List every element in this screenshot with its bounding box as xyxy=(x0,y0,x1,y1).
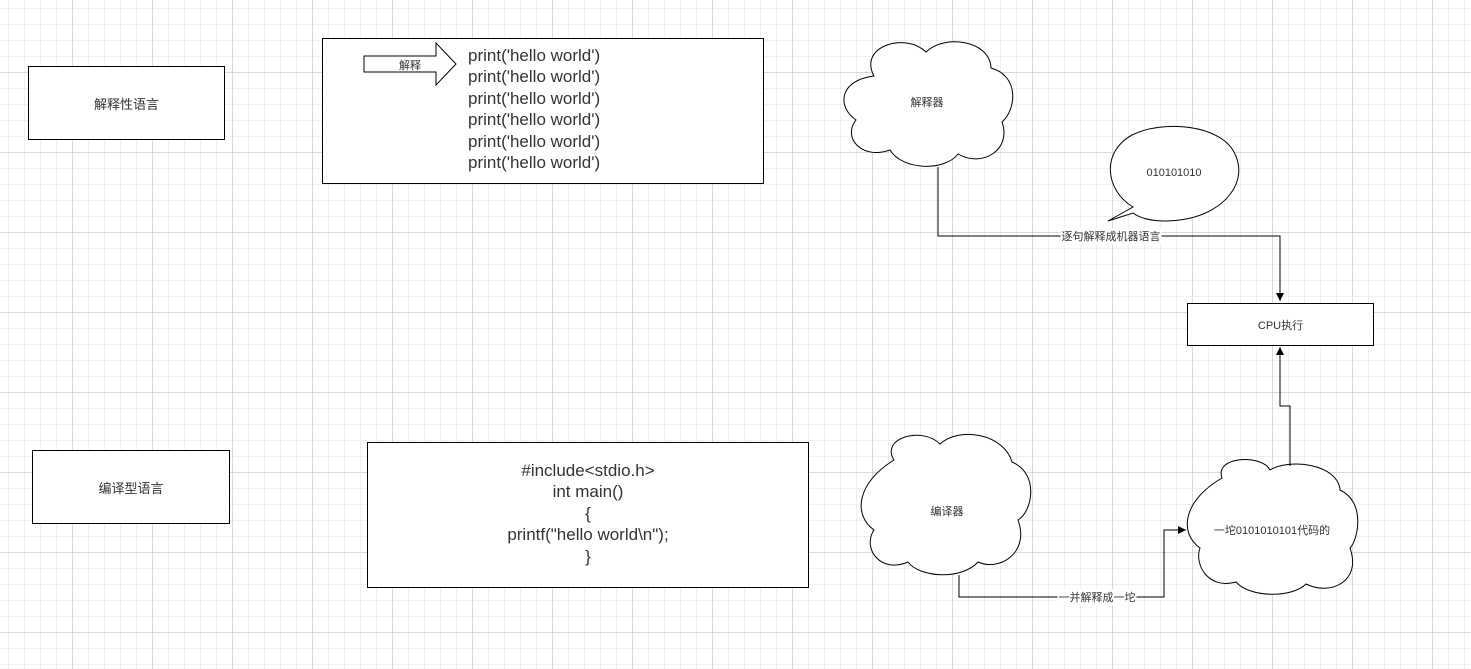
interpreted-code-lines: print('hello world') print('hello world'… xyxy=(468,45,600,173)
code-line: #include<stdio.h> xyxy=(521,461,655,480)
compiler-to-output-connector[interactable] xyxy=(958,526,1186,598)
cpu-box[interactable]: CPU执行 xyxy=(1187,303,1374,346)
interpreted-language-label: 解释性语言 xyxy=(93,96,159,112)
interpreted-code-box[interactable]: print('hello world') print('hello world'… xyxy=(322,38,764,184)
output-to-cpu-connector[interactable] xyxy=(1276,347,1291,466)
interpreter-edge-label: 逐句解释成机器语言 xyxy=(1060,228,1162,244)
code-line: printf("hello world\n"); xyxy=(507,525,669,545)
code-line: print('hello world') xyxy=(468,110,601,130)
code-line: int main() xyxy=(552,482,624,502)
compiler-edge-label: 一并解释成一坨 xyxy=(1057,589,1137,605)
code-line: print('hello world') xyxy=(468,153,601,173)
code-line: } xyxy=(585,546,591,566)
compiler-label: 编译器 xyxy=(930,506,964,518)
output-label: 一坨0101010101代码的 xyxy=(1213,525,1331,537)
code-line: { xyxy=(585,503,591,523)
cpu-label: CPU执行 xyxy=(1257,319,1304,332)
bubble-label: 010101010 xyxy=(1146,167,1202,179)
code-line: print('hello world') xyxy=(468,88,601,108)
code-line: print('hello world') xyxy=(468,67,601,87)
compiled-language-label: 编译型语言 xyxy=(98,480,164,496)
interpreted-language-box[interactable]: 解释性语言 xyxy=(28,66,225,140)
code-line: print('hello world') xyxy=(468,131,601,151)
interpreter-label: 解释器 xyxy=(910,97,944,109)
compiler-cloud[interactable] xyxy=(860,433,1032,576)
output-cloud[interactable] xyxy=(1186,459,1359,595)
compiled-code-box[interactable]: #include<stdio.h> int main() { printf("h… xyxy=(367,442,809,588)
interpret-arrow-label: 解释 xyxy=(399,60,421,72)
interpreter-cloud[interactable] xyxy=(843,41,1014,167)
speech-bubble[interactable] xyxy=(1107,126,1240,222)
compiled-code-lines: #include<stdio.h> int main() { printf("h… xyxy=(368,460,808,567)
compiled-language-box[interactable]: 编译型语言 xyxy=(32,450,230,524)
code-line: print('hello world') xyxy=(468,46,601,65)
